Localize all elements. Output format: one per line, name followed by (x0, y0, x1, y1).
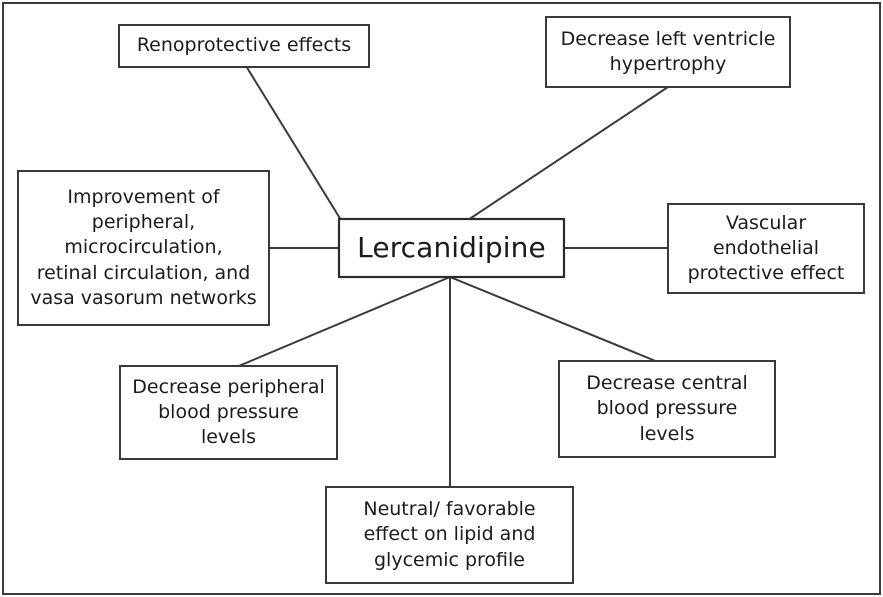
node-box-vascular-endothelial-protective-effect[interactable] (667, 203, 865, 294)
node-box-decrease-central-blood-pressure-levels[interactable] (558, 360, 776, 458)
connector-left-ventricle (467, 86, 669, 221)
node-box-renoprotective-effects[interactable] (118, 24, 370, 68)
node-box-decrease-peripheral-blood-pressure-levels[interactable] (119, 365, 338, 460)
connector-peripheral-bp (233, 276, 451, 369)
connector-central-bp (449, 276, 659, 363)
node-box-neutral-favorable-effect[interactable] (325, 486, 574, 584)
node-box-improvement-of-peripheral-microcirculation[interactable] (17, 170, 270, 326)
connector-renoprotective (245, 65, 342, 221)
node-box-lercanidipine[interactable] (337, 217, 566, 279)
node-box-decrease-left-ventricle-hypertrophy[interactable] (545, 16, 791, 88)
